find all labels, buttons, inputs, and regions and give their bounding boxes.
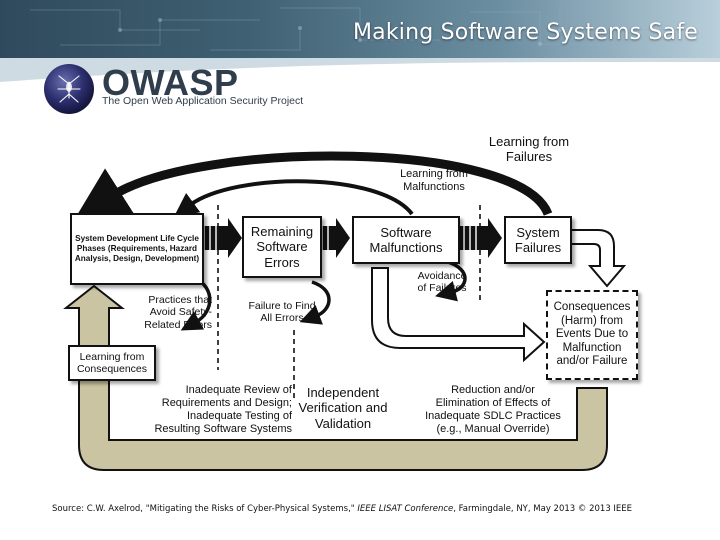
- slide-title: Making Software Systems Safe: [352, 20, 698, 45]
- consequences-box: Consequences (Harm) from Events Due to M…: [546, 290, 638, 380]
- owasp-globe-icon: [44, 64, 94, 114]
- avoidance-arrow: [371, 267, 546, 363]
- flow-arrows: [200, 218, 502, 258]
- reduction-label: Reduction and/or Elimination of Effects …: [425, 384, 561, 435]
- flow-arrow-2: [318, 218, 350, 258]
- avoidance-label: Avoidance of Failures: [417, 270, 467, 295]
- failures-to-consequences-arrow: [567, 229, 627, 288]
- learning-from-consequences-box: Learning from Consequences: [68, 345, 156, 381]
- software-malfunctions-box: Software Malfunctions: [352, 216, 460, 264]
- source-suffix: , Farmingdale, NY, May 2013 © 2013 IEEE: [453, 504, 633, 514]
- learning-from-malfunctions-arrow: [173, 179, 414, 217]
- header-banner: Making Software Systems Safe: [0, 0, 720, 58]
- practices-label: Practices that Avoid Safety- Related Err…: [144, 294, 212, 331]
- flow-arrow-1: [200, 218, 242, 258]
- learning-from-failures-arrow: [73, 151, 553, 221]
- circuit-pattern-decoration: [30, 6, 690, 51]
- sdlc-phases-box: System Development Life Cycle Phases (Re…: [70, 213, 204, 285]
- learning-from-malfunctions-label: Learning from Malfunctions: [400, 168, 468, 193]
- remaining-errors-box: Remaining Software Errors: [242, 216, 322, 278]
- flow-arrow-3: [458, 218, 502, 258]
- source-prefix: Source: C.W. Axelrod, "Mitigating the Ri…: [52, 504, 355, 514]
- source-venue: IEEE LISAT Conference: [357, 504, 454, 514]
- owasp-tagline: The Open Web Application Security Projec…: [102, 95, 304, 107]
- failure-to-find-label: Failure to Find All Errors: [248, 300, 316, 325]
- tan-return-arrow: [63, 284, 608, 471]
- errors-loop-arrow: [299, 280, 331, 325]
- inadequate-review-label: Inadequate Review of Requirements and De…: [154, 384, 292, 435]
- source-citation: Source: C.W. Axelrod, "Mitigating the Ri…: [52, 504, 632, 514]
- owasp-wordmark: OWASP: [102, 62, 239, 103]
- header-curve: [0, 58, 720, 82]
- ivv-label: Independent Verification and Validation: [298, 385, 388, 431]
- learning-from-failures-label: Learning from Failures: [488, 134, 570, 165]
- system-failures-box: System Failures: [504, 216, 572, 264]
- malfunctions-loop-arrow: [435, 260, 467, 302]
- owasp-logo: OWASP The Open Web Application Security …: [42, 62, 332, 118]
